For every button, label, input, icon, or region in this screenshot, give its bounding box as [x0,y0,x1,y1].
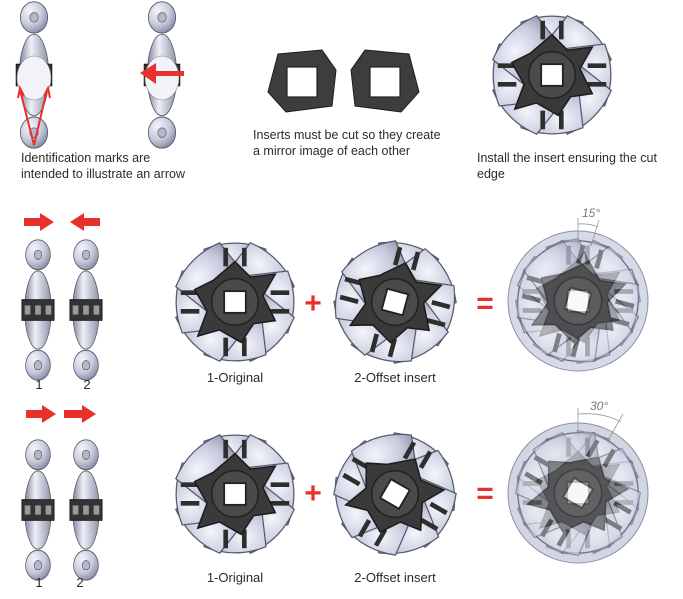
wheel-installed [485,8,620,143]
row2-plus: + [304,477,322,510]
row2-side-num-1: 1 [35,575,43,590]
row1-arrows-icon [24,213,100,231]
row2-wheel-original [165,424,305,564]
row1-wheel-combined [503,218,653,376]
row1-label-original: 1-Original [206,370,264,385]
row2-label-original: 1-Original [206,570,264,585]
row1-equals: = [476,287,494,320]
row1-wheel-offset [325,232,465,372]
row2-side-num-2: 2 [76,575,84,590]
row1-side-num-1: 1 [35,377,43,392]
row1-label-offset: 2-Offset insert [354,370,436,385]
row2-wheel-combined [503,418,653,568]
row2-side-views [21,405,103,581]
insert-left [267,49,337,113]
row2-equals: = [476,477,494,510]
insert-right [350,49,420,113]
side-view-marks-right [140,1,184,149]
row1-plus: + [304,287,322,320]
row1-angle-label: 15° [582,206,601,220]
row1-wheel-original [165,232,305,372]
row1-side-num-2: 2 [83,377,91,392]
row2-angle-label: 30° [590,399,609,413]
caption-mirror-image: Inserts must be cut so they create a mir… [253,128,441,158]
row2-label-offset: 2-Offset insert [354,570,436,585]
caption-identification-marks: Identification marks are intended to ill… [21,151,185,181]
row2-arrows-icon [26,405,96,423]
row1-side-views [21,213,103,381]
row2-wheel-offset [325,424,465,564]
caption-install-insert: Install the insert ensuring the cut edge… [477,151,677,184]
side-view-marks-left [15,1,53,149]
